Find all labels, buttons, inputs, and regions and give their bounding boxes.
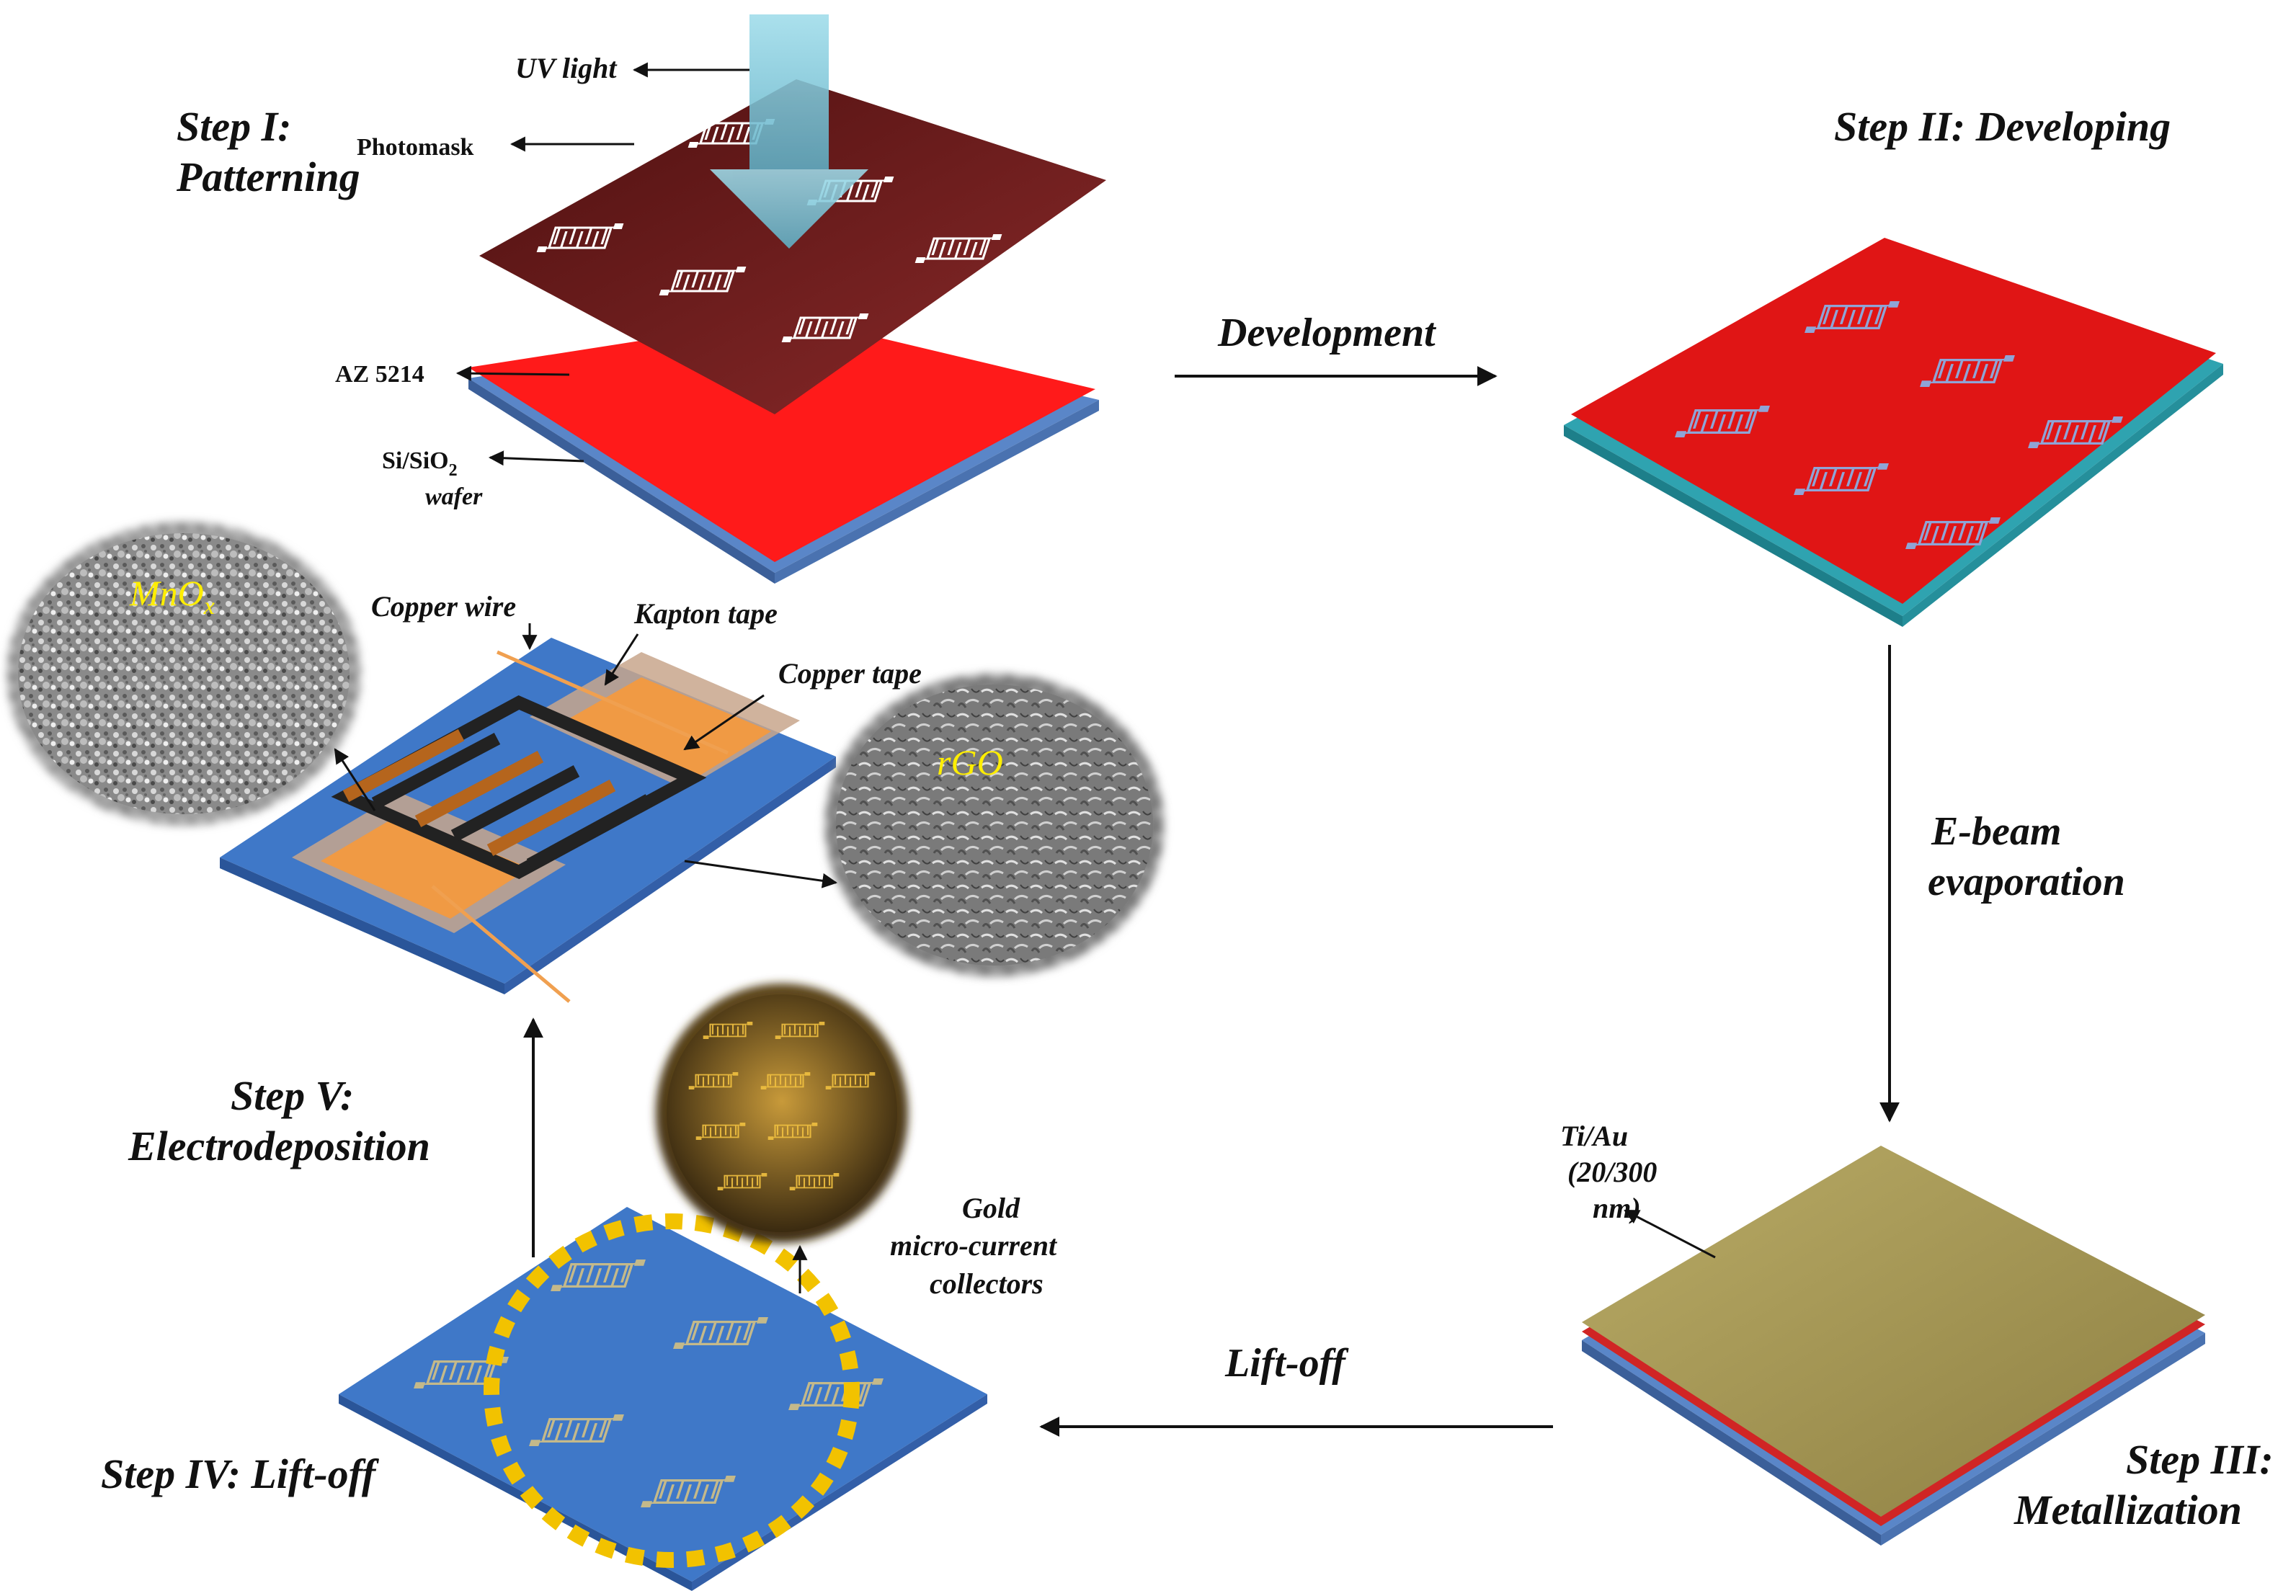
- copper-tape-bottom: [321, 814, 530, 919]
- development-label: Development: [1217, 311, 1436, 355]
- tiau-label-line3: nm): [1593, 1192, 1641, 1224]
- uv-light-label: UV light: [515, 52, 618, 84]
- gold-label-line2: micro-current: [890, 1229, 1058, 1262]
- copper-wire-bottom: [431, 885, 571, 1003]
- photomask-label: Photomask: [357, 134, 474, 161]
- wafer-label-line2: wafer: [425, 483, 483, 510]
- mnox-pointer: [334, 748, 376, 811]
- rgo-sem-image: rGO: [825, 674, 1164, 976]
- step1-title-line1: Step I:: [177, 103, 292, 150]
- rgo-label: rGO: [937, 742, 1003, 783]
- gold-collectors-micrograph: [656, 984, 908, 1243]
- az5214-pointer: [455, 365, 570, 381]
- wafer-label-line1: Si/SiO2: [382, 447, 458, 480]
- kapton-tape-pointer: [604, 633, 639, 686]
- step1-stack: [468, 14, 1106, 584]
- step1-photoresist: [468, 317, 1095, 562]
- copper-wire-label: Copper wire: [371, 590, 516, 623]
- step5-title-line2: Electrodeposition: [128, 1123, 430, 1169]
- gold-label-line1: Gold: [962, 1192, 1020, 1224]
- step3-wafer: [1582, 1146, 2205, 1546]
- mnox-label: MnOx: [129, 573, 215, 620]
- gold-label-line3: collectors: [930, 1267, 1044, 1300]
- step5-title-line1: Step V:: [231, 1072, 354, 1119]
- highlight-dotted-circle: [484, 1213, 860, 1568]
- copper-tape-label: Copper tape: [778, 657, 922, 690]
- step1-title-line2: Patterning: [176, 153, 360, 200]
- step2-wafer: [1564, 238, 2223, 627]
- rgo-pointer: [684, 860, 838, 888]
- tiau-label-line2: (20/300: [1567, 1156, 1657, 1188]
- liftoff-arrow-label: Lift-off: [1224, 1341, 1349, 1386]
- step4-title: Step IV: Lift-off: [101, 1450, 380, 1497]
- ebeam-label-line2: evaporation: [1928, 860, 2125, 904]
- uv-light-arrow: [710, 14, 868, 249]
- step3-gold-layer: [1582, 1146, 2205, 1517]
- step5-device: [220, 638, 836, 1003]
- step3-title-line2: Metallization: [2014, 1486, 2242, 1533]
- kapton-tape-label: Kapton tape: [633, 597, 778, 630]
- step2-photoresist: [1571, 238, 2216, 604]
- tiau-label-line1: Ti/Au: [1560, 1120, 1628, 1152]
- mnox-sem-image: MnOx: [7, 522, 360, 825]
- az5214-label: AZ 5214: [335, 361, 424, 388]
- step4-wafer: [339, 1207, 987, 1591]
- step1-photomask: [479, 79, 1106, 414]
- wafer-pointer: [488, 450, 584, 466]
- step3-title-line1: Step III:: [2126, 1436, 2274, 1483]
- copper-tape-pointer: [683, 694, 765, 751]
- tiau-pointer: [1624, 1209, 1716, 1259]
- interdigitated-electrodes: [331, 695, 707, 880]
- step2-title: Step II: Developing: [1834, 103, 2171, 150]
- ebeam-label-line1: E-beam: [1931, 809, 2061, 854]
